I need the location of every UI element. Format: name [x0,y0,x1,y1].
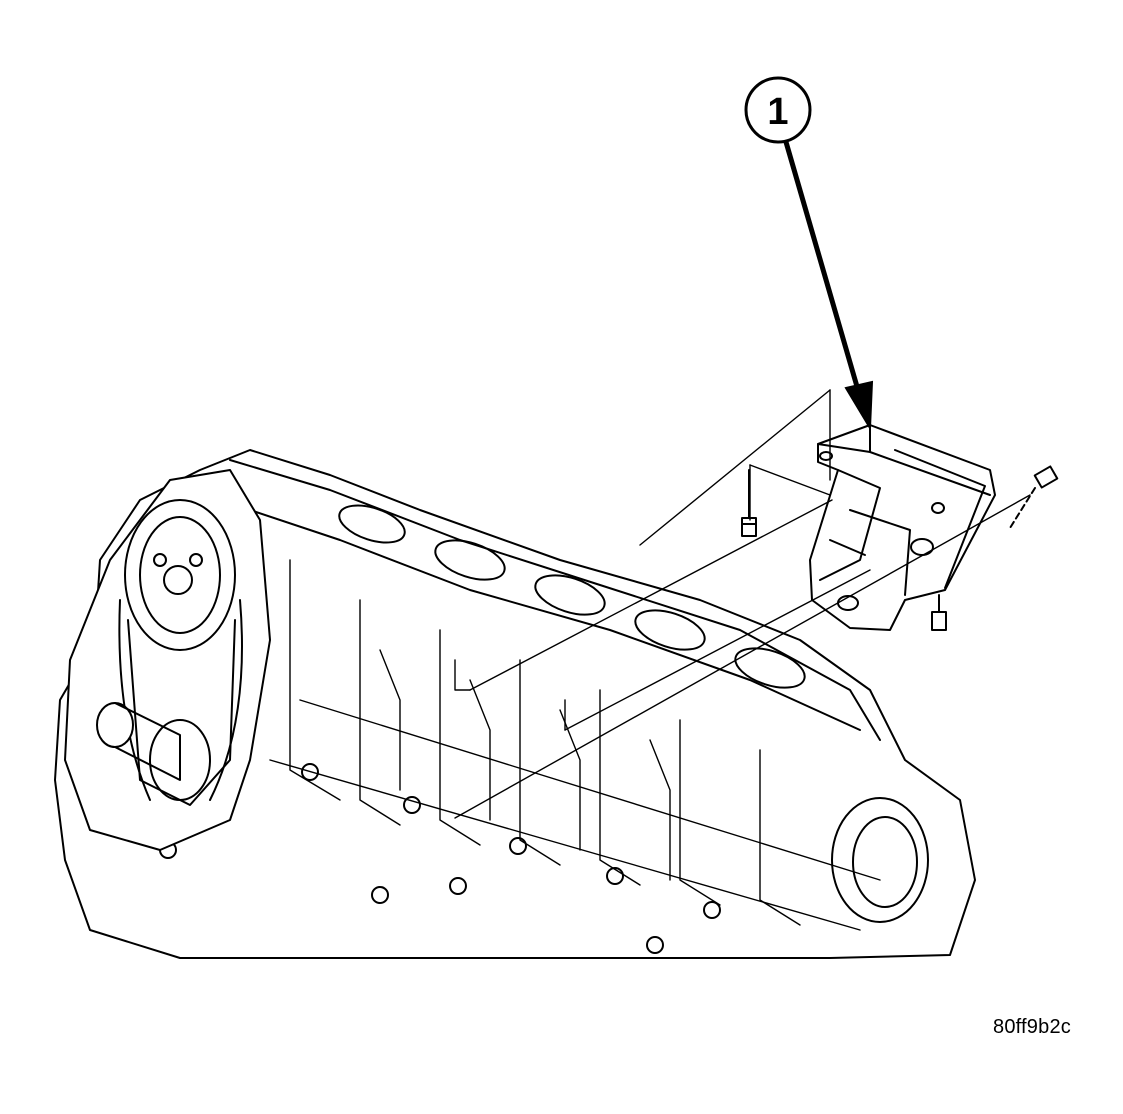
figure-code: 80ff9b2c [993,1016,1071,1038]
timing-chain-assembly [64,469,271,851]
callout-circle [744,76,812,144]
bolt-left [741,469,757,537]
cylinder-bores [338,504,806,689]
bolt-lower [931,594,947,631]
alignment-lines [454,389,1031,819]
callout-number: 1 [767,91,788,133]
callout-arrow-head [844,380,874,432]
engine-block [54,449,976,959]
bolt-upper-right [1009,465,1059,529]
mounting-bracket [809,424,996,631]
rear-bore [831,797,929,923]
block-ribs [269,559,881,931]
callout-arrow-shaft [783,141,861,391]
block-bolts [159,763,721,954]
bracket-bolts [741,465,1059,631]
callout-1: 1 [744,76,874,432]
